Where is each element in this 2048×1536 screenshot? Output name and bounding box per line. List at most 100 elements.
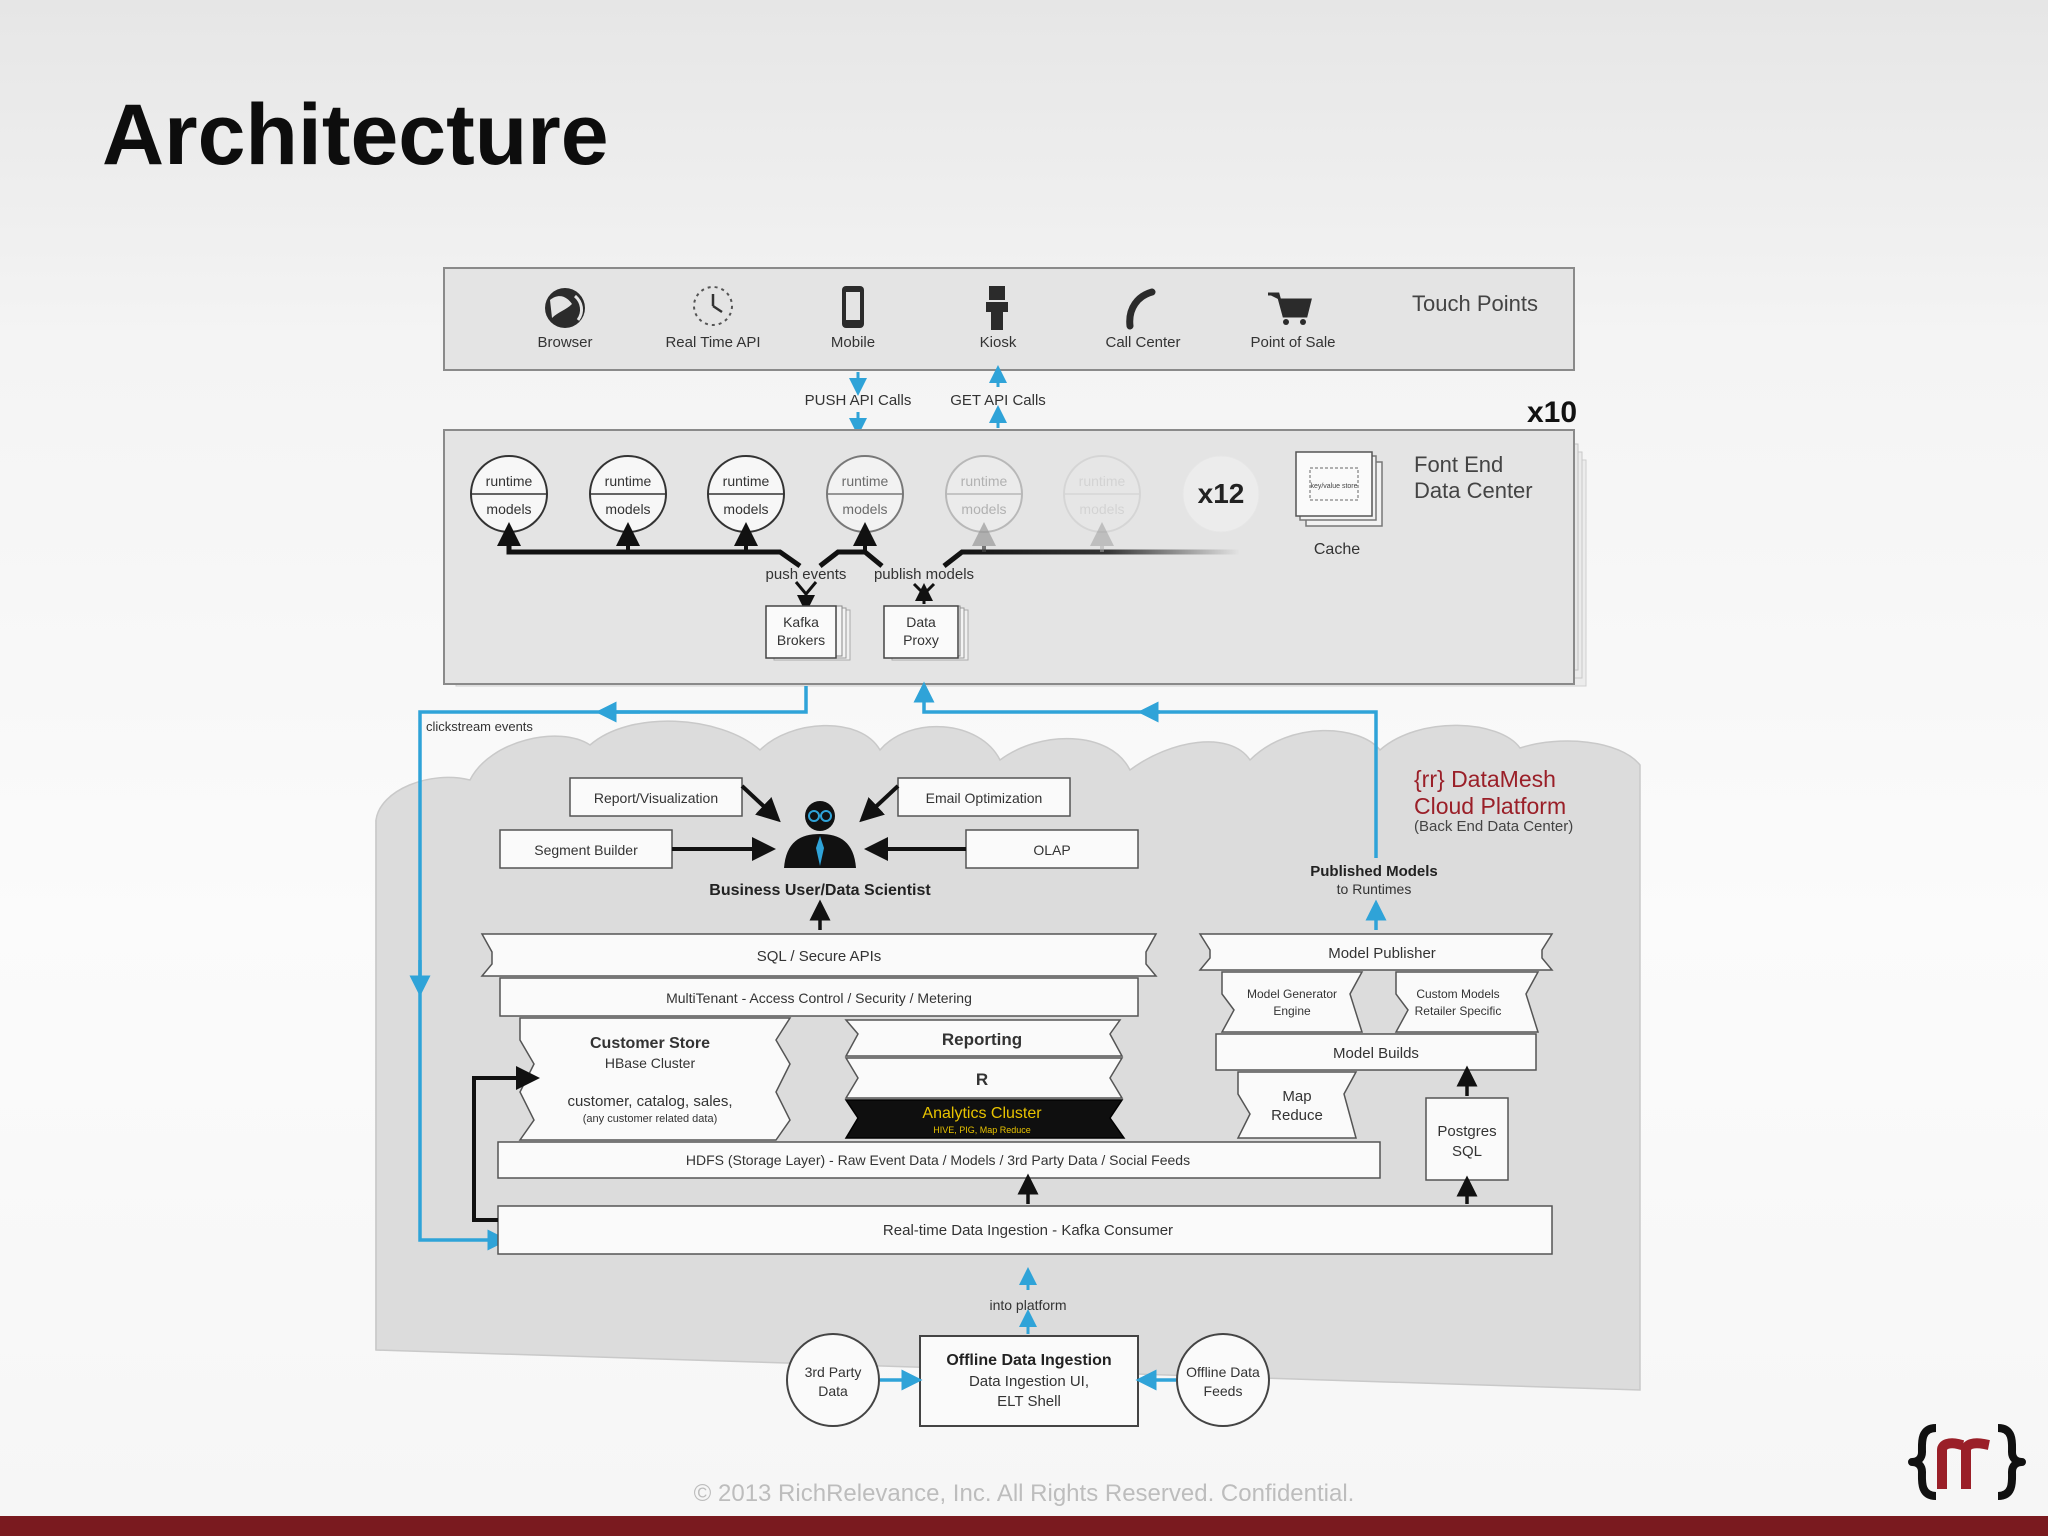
runtime-label-6: runtime — [1079, 473, 1126, 489]
cache-icon: key/value store — [1295, 451, 1383, 527]
svg-text:Model Builds: Model Builds — [1333, 1045, 1419, 1062]
svg-text:Custom Models: Custom Models — [1416, 987, 1499, 1001]
models-label-1: models — [486, 501, 531, 517]
richrelevance-logo — [1908, 1424, 2026, 1500]
svg-text:HDFS (Storage Layer) - Raw Eve: HDFS (Storage Layer) - Raw Event Data / … — [686, 1152, 1190, 1168]
models-label-4: models — [842, 501, 887, 517]
svg-text:HIVE, PIG, Map Reduce: HIVE, PIG, Map Reduce — [933, 1125, 1031, 1135]
globe-icon — [545, 288, 585, 328]
svg-text:(any customer related data): (any customer related data) — [583, 1113, 718, 1125]
proxy-label-line2: Proxy — [903, 632, 939, 648]
clock-icon — [693, 286, 733, 326]
ingestion-to-customer-store-arrow — [472, 1066, 540, 1222]
models-label-5: models — [961, 501, 1006, 517]
svg-text:3rd Party: 3rd Party — [805, 1364, 862, 1380]
svg-text:SQL: SQL — [1452, 1143, 1482, 1160]
svg-text:Retailer Specific: Retailer Specific — [1415, 1004, 1502, 1018]
models-label-3: models — [723, 501, 768, 517]
svg-text:Reporting: Reporting — [942, 1030, 1022, 1049]
runtime-model-5: runtime models — [945, 455, 1023, 533]
sql-layer — [480, 933, 1158, 977]
runtime-model-4: runtime models — [826, 455, 904, 533]
cache-label: Cache — [1314, 541, 1360, 558]
svg-text:x12: x12 — [1198, 478, 1245, 509]
models-label-6: models — [1079, 501, 1124, 517]
bi-arrows — [672, 784, 966, 861]
svg-text:Offline Data Ingestion: Offline Data Ingestion — [946, 1352, 1111, 1369]
push-events-arrow — [796, 581, 816, 604]
email-optimization-box — [897, 777, 1071, 817]
svg-text:Reduce: Reduce — [1271, 1107, 1323, 1124]
touch-point-label-browser: Browser — [537, 334, 592, 351]
touch-point-label-kiosk: Kiosk — [980, 334, 1017, 351]
kafka-label-line2: Brokers — [777, 632, 825, 648]
multitenant-layer — [499, 977, 1139, 1017]
svg-text:OLAP: OLAP — [1033, 842, 1070, 858]
brand-bottom-bar — [0, 1516, 2048, 1536]
svg-text:Model Generator: Model Generator — [1247, 987, 1337, 1001]
svg-text:Real-time Data Ingestion - Kaf: Real-time Data Ingestion - Kafka Consume… — [883, 1222, 1173, 1239]
svg-text:ELT Shell: ELT Shell — [997, 1393, 1061, 1410]
get-api-label: GET API Calls — [950, 392, 1046, 409]
runtime-model-1: runtime models — [470, 455, 548, 533]
svg-text:Report/Visualization: Report/Visualization — [594, 790, 718, 806]
model-generator-pillar — [1220, 971, 1364, 1033]
svg-text:Offline Data: Offline Data — [1186, 1364, 1260, 1380]
runtime-label-3: runtime — [723, 473, 770, 489]
runtime-label-1: runtime — [486, 473, 533, 489]
kiosk-icon — [986, 286, 1008, 330]
kafka-label-line1: Kafka — [783, 614, 819, 630]
runtime-model-6: runtime models — [1063, 455, 1141, 533]
touch-points-panel — [443, 267, 1575, 371]
business-user-icon — [784, 801, 856, 868]
telephone-icon — [1126, 288, 1156, 330]
svg-text:Email Optimization: Email Optimization — [926, 790, 1043, 806]
runtime-label-2: runtime — [605, 473, 652, 489]
datamesh-title-line1: {rr} DataMesh — [1414, 766, 1556, 792]
svg-text:R: R — [976, 1070, 988, 1089]
svg-text:SQL / Secure APIs: SQL / Secure APIs — [757, 948, 882, 965]
svg-text:Model Publisher: Model Publisher — [1328, 945, 1436, 962]
postgres-box — [1425, 1097, 1509, 1181]
runtime-model-2: runtime models — [589, 455, 667, 533]
datamesh-title-line2: Cloud Platform — [1414, 793, 1566, 819]
runtime-bus-lines — [497, 522, 1240, 569]
svg-text:Feeds: Feeds — [1204, 1383, 1243, 1399]
slide-title: Architecture — [102, 87, 609, 183]
datamesh-subtitle: (Back End Data Center) — [1414, 818, 1573, 835]
models-label-2: models — [605, 501, 650, 517]
map-reduce-pillar — [1236, 1071, 1358, 1139]
proxy-label-line1: Data — [906, 614, 936, 630]
svg-text:Engine: Engine — [1273, 1004, 1311, 1018]
svg-text:Segment Builder: Segment Builder — [534, 842, 638, 858]
svg-text:Data Ingestion UI,: Data Ingestion UI, — [969, 1373, 1089, 1390]
svg-text:HBase Cluster: HBase Cluster — [605, 1055, 696, 1071]
business-user-label: Business User/Data Scientist — [709, 882, 931, 899]
model-builds-layer — [1215, 1033, 1537, 1071]
kafka-brokers-box: Kafka Brokers — [765, 605, 851, 661]
customer-store-pillar — [518, 1017, 792, 1141]
touch-point-label-mobile: Mobile — [831, 334, 875, 351]
svg-text:Data: Data — [818, 1383, 848, 1399]
touch-point-label-real-time-api: Real Time API — [665, 334, 760, 351]
push-api-label: PUSH API Calls — [805, 392, 912, 409]
cache-inner-label: key/value store — [1310, 483, 1357, 490]
into-platform-label: into platform — [989, 1297, 1066, 1313]
touch-point-label-call-center: Call Center — [1105, 334, 1180, 351]
r-layer — [844, 1057, 1124, 1099]
analytics-cluster-layer — [844, 1099, 1126, 1139]
third-party-data-node: 3rd Party Data — [786, 1333, 880, 1427]
ingestion-layer — [497, 1205, 1553, 1255]
published-models-flow — [913, 681, 1378, 858]
front-end-label-line1: Font End — [1414, 452, 1503, 477]
push-events-label: push events — [766, 566, 847, 583]
copyright-footer: © 2013 RichRelevance, Inc. All Rights Re… — [693, 1480, 1355, 1507]
offline-feeds-node: Offline Data Feeds — [1176, 1333, 1270, 1427]
phone-icon — [842, 286, 864, 328]
touch-point-label-point-of-sale: Point of Sale — [1250, 334, 1335, 351]
cart-icon — [1268, 292, 1312, 325]
custom-models-pillar — [1394, 971, 1540, 1033]
svg-text:customer, catalog, sales,: customer, catalog, sales, — [567, 1093, 732, 1110]
publish-models-arrow — [914, 584, 934, 604]
